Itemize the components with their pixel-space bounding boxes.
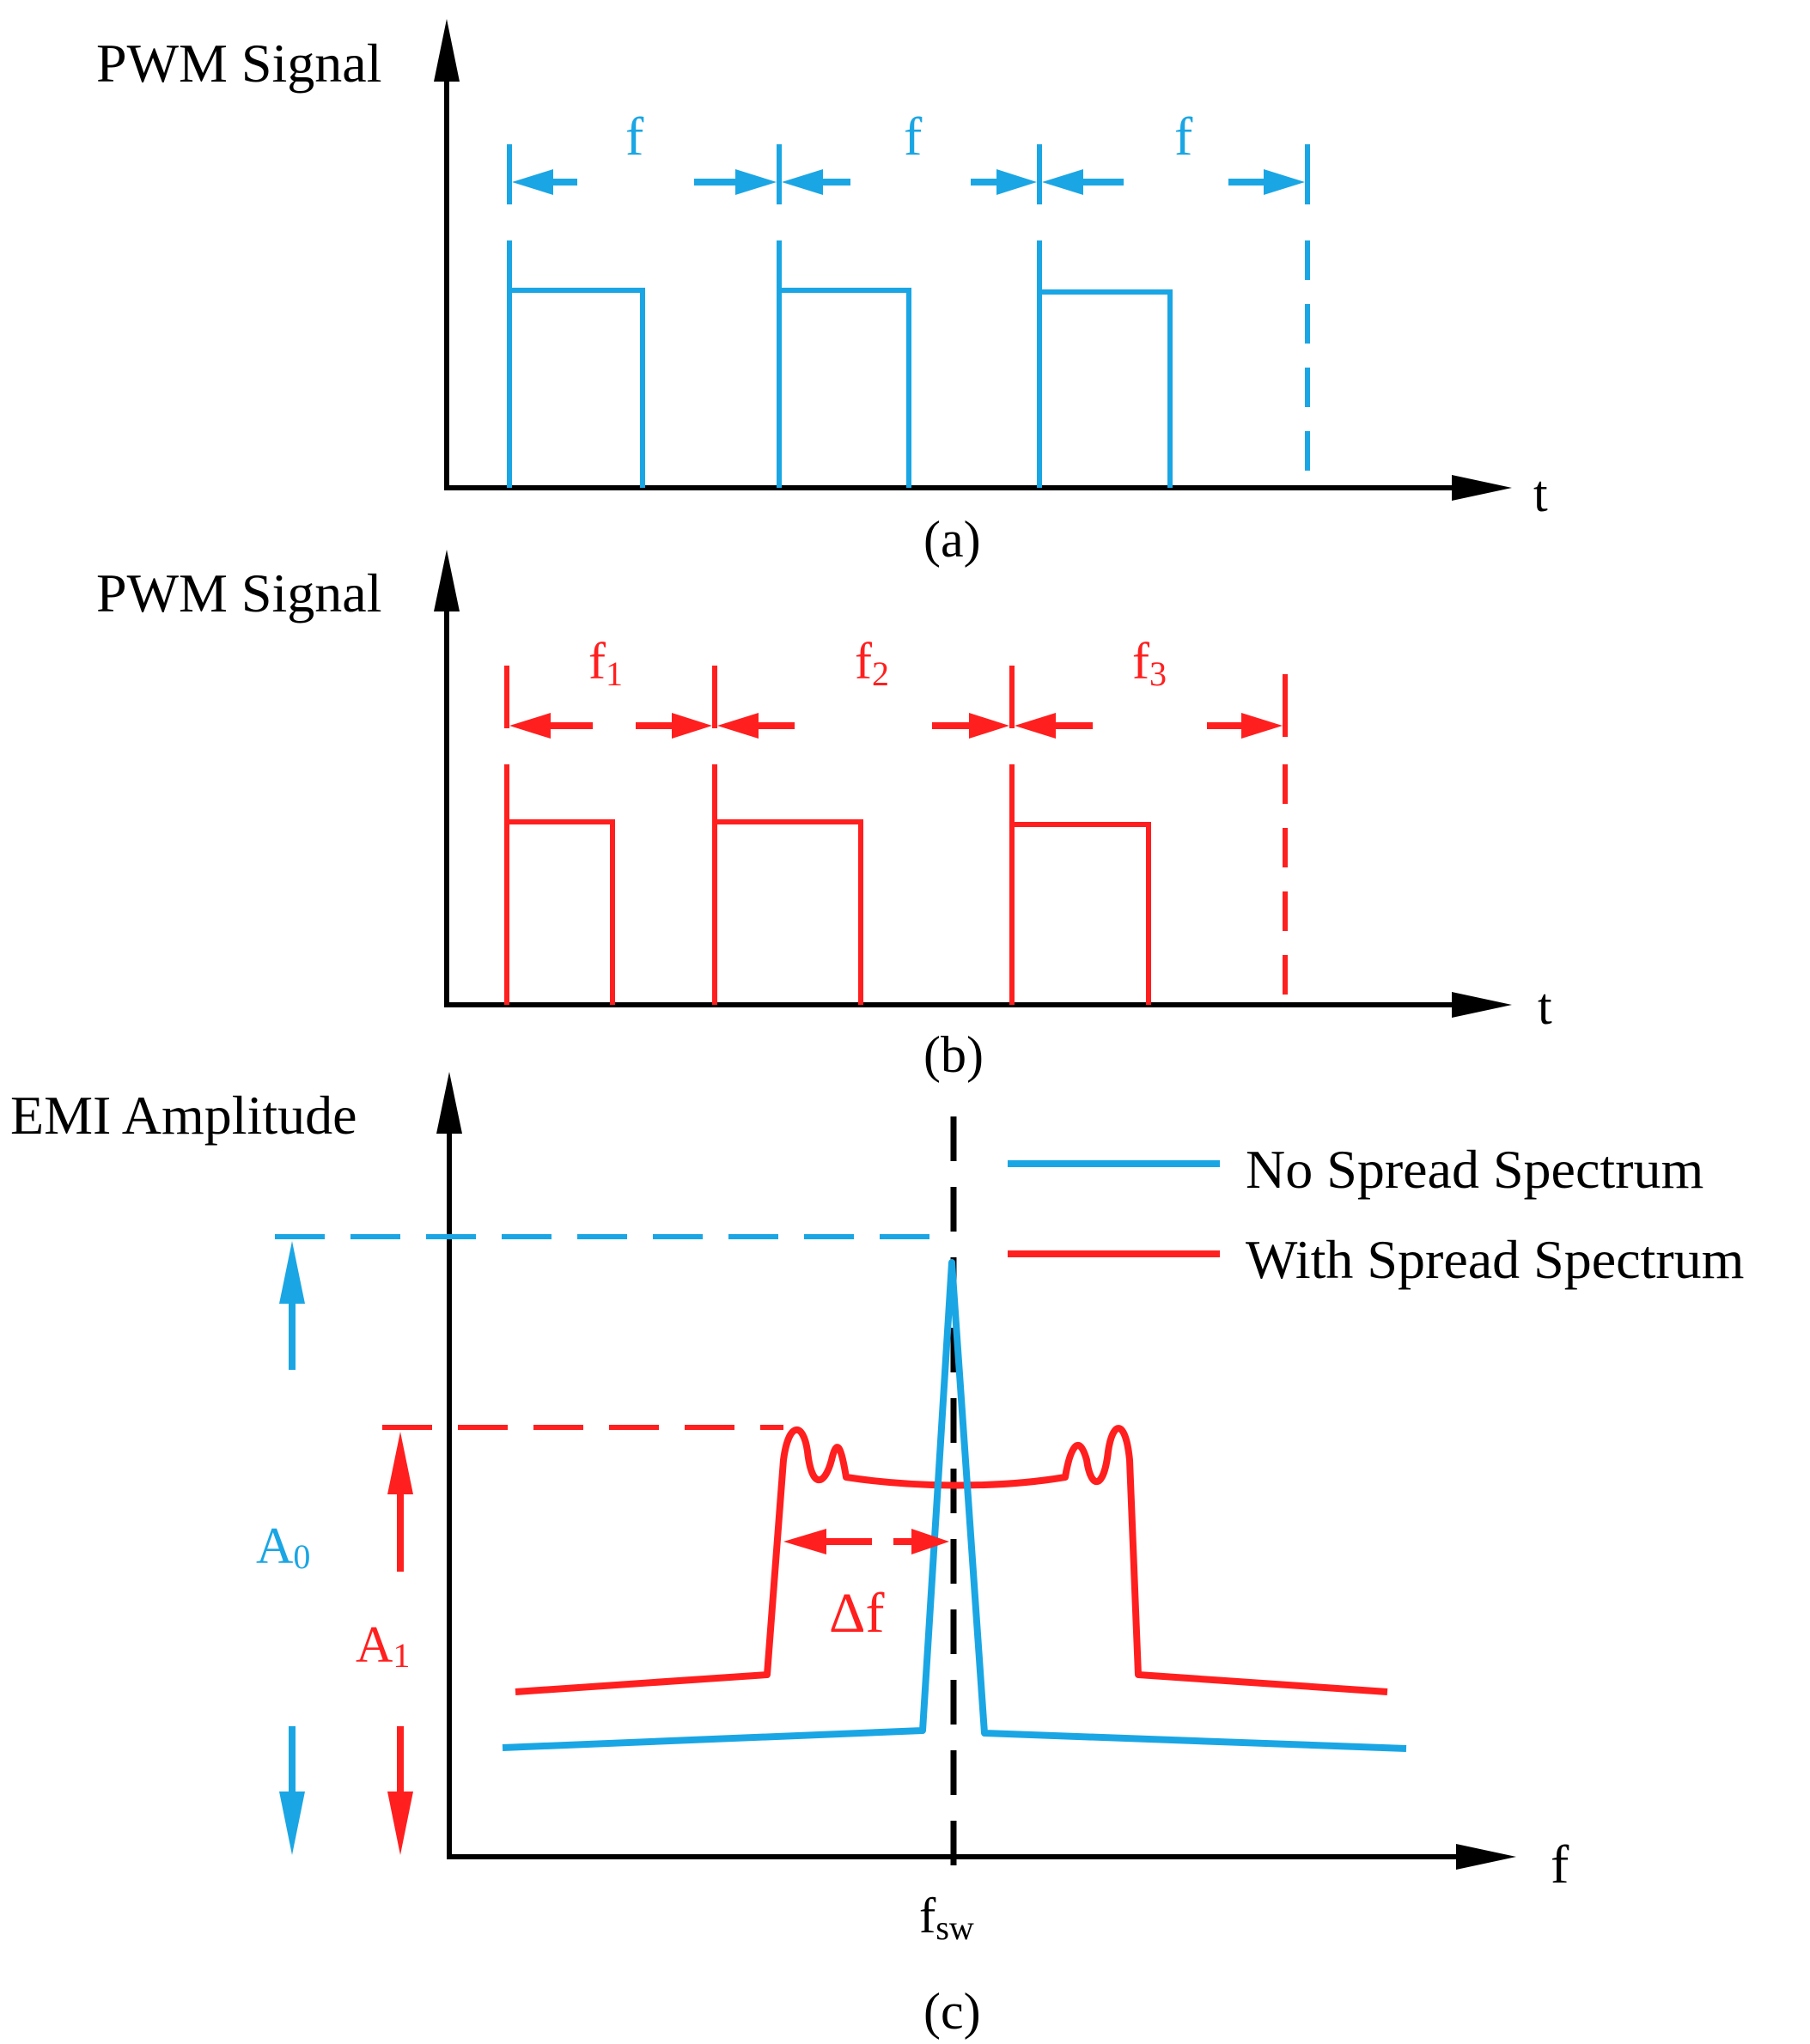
panel-b-y-label: PWM Signal <box>96 563 381 624</box>
a1-arrows <box>387 1432 413 1855</box>
panel-b-dim-1 <box>509 713 712 739</box>
panel-a-period-label-2: f <box>904 106 923 167</box>
a1-label: A1 <box>356 1616 410 1675</box>
panel-b-caption: (b) <box>923 1026 984 1083</box>
legend-label-spread: With Spread Spectrum <box>1246 1229 1744 1290</box>
panel-c-x-label: f <box>1551 1834 1569 1895</box>
panel-a-x-label: t <box>1533 465 1548 522</box>
panel-a-dim-2 <box>782 169 1037 195</box>
panel-b-period-label-3: f3 <box>1132 633 1167 693</box>
panel-a-pulse-1 <box>507 240 645 488</box>
panel-a-period-label-3: f <box>1174 106 1193 167</box>
panel-b-pulse-1 <box>504 764 615 1005</box>
panel-c-caption: (c) <box>923 1983 981 2040</box>
panel-a-dim-3 <box>1042 169 1305 195</box>
no-spread-spectrum-curve <box>502 1259 1407 1752</box>
panel-b-period-label-1: f1 <box>588 633 623 693</box>
panel-a-x-arrowhead <box>1452 475 1512 501</box>
panel-a-caption: (a) <box>923 511 981 568</box>
panel-a-pulse-2 <box>777 240 911 488</box>
panel-b: PWM Signal t (b) <box>96 550 1552 1083</box>
delta-f-arrow <box>783 1529 949 1554</box>
panel-c-x-arrowhead <box>1456 1844 1516 1870</box>
panel-c-y-label: EMI Amplitude <box>10 1085 357 1146</box>
panel-a-y-label: PWM Signal <box>96 33 381 94</box>
panel-b-pulse-3 <box>1009 764 1151 1005</box>
panel-a-pulse-3 <box>1037 240 1173 488</box>
panel-a-y-arrowhead <box>434 19 460 82</box>
legend-label-no-spread: No Spread Spectrum <box>1246 1139 1703 1200</box>
panel-a: PWM Signal t (a) <box>96 19 1548 568</box>
panel-b-pulse-2 <box>712 764 863 1005</box>
panel-b-dim-2 <box>717 713 1009 739</box>
delta-f-label: Δf <box>829 1582 884 1645</box>
panel-b-period-label-2: f2 <box>855 633 889 693</box>
panel-b-x-label: t <box>1538 978 1552 1035</box>
panel-b-x-arrowhead <box>1452 992 1512 1018</box>
spread-spectrum-curve <box>515 1425 1388 1695</box>
panel-b-dim-3 <box>1015 713 1283 739</box>
a0-label: A0 <box>256 1518 310 1576</box>
panel-b-y-arrowhead <box>434 550 460 611</box>
panel-a-period-label-1: f <box>625 106 644 167</box>
legend: No Spread Spectrum With Spread Spectrum <box>1008 1139 1744 1290</box>
panel-c-y-arrowhead <box>436 1072 462 1134</box>
center-frequency-label: fsw <box>919 1888 974 1947</box>
panel-a-dim-1 <box>512 169 777 195</box>
a0-arrows <box>279 1241 305 1855</box>
panel-c: EMI Amplitude f (c) fsw Δf A0 <box>10 1072 1744 2040</box>
